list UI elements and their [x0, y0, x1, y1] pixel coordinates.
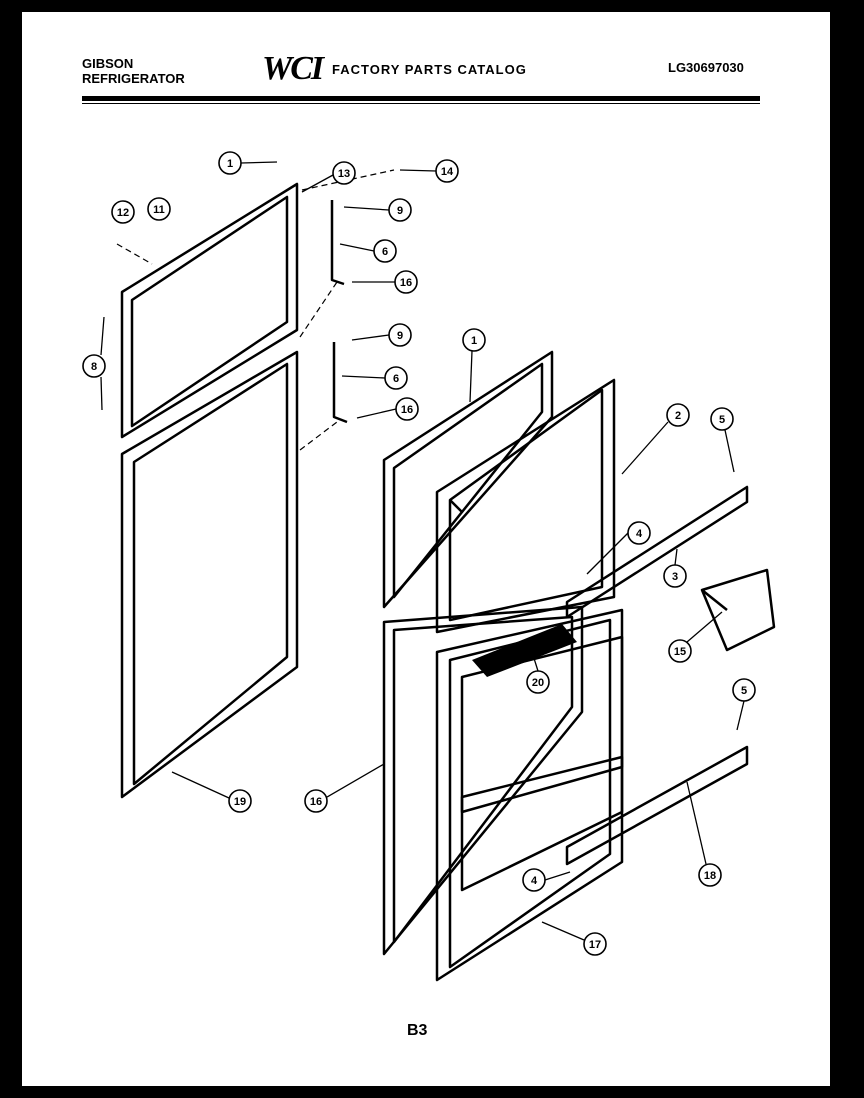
freezer-door-liner-2	[435, 378, 616, 634]
callout-16-lower: 16	[395, 397, 419, 421]
fresh-food-door-liner-17	[435, 608, 624, 982]
hinge-middle	[332, 342, 348, 424]
svg-text:8: 8	[91, 361, 97, 373]
svg-text:19: 19	[234, 796, 246, 808]
callout-15: 15	[668, 639, 692, 663]
callout-3: 3	[663, 564, 687, 588]
model-number: LG30697030	[668, 60, 744, 75]
svg-text:13: 13	[338, 168, 350, 180]
callout-9-upper: 9	[388, 198, 412, 222]
svg-text:14: 14	[441, 166, 454, 178]
catalog-sheet: GIBSON REFRIGERATOR WCI FACTORY PARTS CA…	[22, 12, 830, 1086]
brand-name: GIBSON	[82, 56, 134, 71]
callout-6-upper: 6	[373, 239, 397, 263]
callout-16-upper: 16	[394, 270, 418, 294]
svg-text:6: 6	[382, 246, 388, 258]
header-rule-thin	[82, 103, 760, 104]
callout-19: 19	[228, 789, 252, 813]
brand-block: GIBSON REFRIGERATOR	[82, 56, 185, 86]
callout-8: 8	[82, 354, 106, 378]
svg-text:20: 20	[532, 677, 544, 689]
callout-17: 17	[583, 932, 607, 956]
callout-5-lower: 5	[732, 678, 756, 702]
callout-9-lower: 9	[388, 323, 412, 347]
page-number: B3	[407, 1022, 428, 1039]
svg-text:2: 2	[675, 410, 681, 422]
svg-text:4: 4	[636, 528, 643, 540]
callout-6-lower: 6	[384, 366, 408, 390]
fresh-food-gasket-19	[120, 350, 299, 799]
wci-logo: WCI	[262, 50, 324, 87]
egg-rack-20	[472, 624, 577, 677]
parts-diagram: 1 13 14 12 11 9 6 16 8 9 6 16 1 2 5 4 3 …	[82, 151, 776, 982]
svg-text:9: 9	[397, 205, 403, 217]
callout-18: 18	[698, 863, 722, 887]
svg-text:9: 9	[397, 330, 403, 342]
catalog-title: FACTORY PARTS CATALOG	[332, 62, 527, 77]
svg-text:1: 1	[227, 158, 233, 170]
svg-text:12: 12	[117, 207, 129, 219]
svg-text:11: 11	[153, 204, 165, 216]
svg-text:16: 16	[310, 796, 322, 808]
butter-door-15	[700, 568, 776, 652]
svg-text:18: 18	[704, 870, 716, 882]
callout-5-upper: 5	[710, 407, 734, 431]
freezer-gasket-13	[120, 182, 299, 439]
svg-text:17: 17	[589, 939, 601, 951]
svg-text:1: 1	[471, 335, 477, 347]
callout-12: 12	[111, 200, 135, 224]
svg-text:16: 16	[400, 277, 412, 289]
svg-text:16: 16	[401, 404, 413, 416]
hinge-upper	[330, 200, 345, 286]
header-rule	[82, 96, 760, 101]
callout-11: 11	[147, 197, 171, 221]
callout-4-lower: 4	[522, 868, 546, 892]
freezer-liner-gasket-1	[382, 350, 554, 609]
callout-14: 14	[435, 159, 459, 183]
svg-text:3: 3	[672, 571, 678, 583]
callout-2: 2	[666, 403, 690, 427]
svg-text:5: 5	[719, 414, 725, 426]
svg-text:4: 4	[531, 875, 538, 887]
callout-20: 20	[526, 670, 550, 694]
callout-1-right: 1	[462, 328, 486, 352]
svg-text:15: 15	[674, 646, 686, 658]
door-shelf-18	[565, 745, 749, 866]
product-type: REFRIGERATOR	[82, 71, 185, 86]
fresh-food-gasket-16	[382, 605, 584, 956]
callout-1-top: 1	[218, 151, 242, 175]
callout-4-upper: 4	[627, 521, 651, 545]
callout-16-right: 16	[304, 789, 328, 813]
door-shelf-3	[565, 485, 749, 619]
svg-text:5: 5	[741, 685, 747, 697]
callout-13: 13	[332, 161, 356, 185]
svg-text:6: 6	[393, 373, 399, 385]
